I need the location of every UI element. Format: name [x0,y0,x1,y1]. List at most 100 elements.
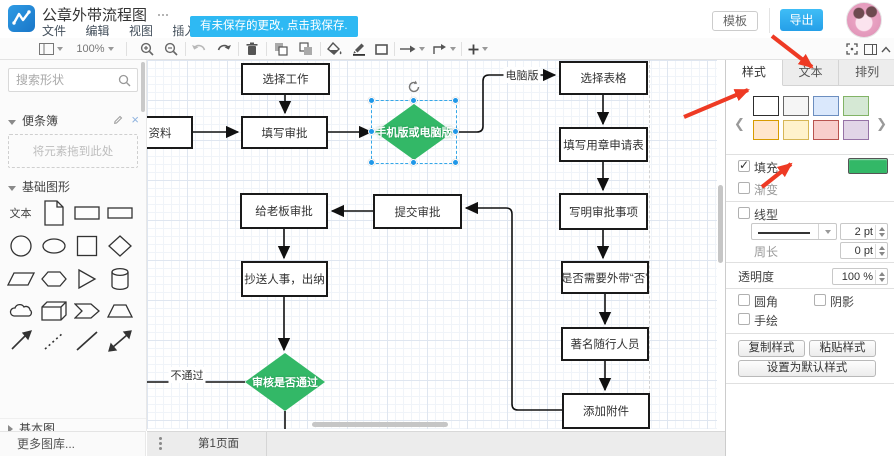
selection-handle[interactable] [410,97,417,104]
flow-node-state-approval-items[interactable]: 写明审批事项 [559,193,648,230]
flow-node-select-job[interactable]: 选择工作 [241,63,330,95]
shape-line[interactable] [70,326,103,356]
line-width-input[interactable]: 2 pt [840,223,888,240]
flow-node-sign-staff[interactable]: 著名随行人员 [561,327,649,361]
shape-style-tool[interactable] [370,38,392,60]
menu-edit[interactable]: 编辑 [85,24,110,38]
selection-handle[interactable] [452,159,459,166]
selection-handle[interactable] [368,159,375,166]
set-default-style-button[interactable]: 设置为默认样式 [738,360,876,377]
basic-shapes-section-header[interactable]: 基础图形 [0,178,147,196]
menu-view[interactable]: 视图 [128,24,153,38]
shape-diamond[interactable] [103,231,136,261]
export-button[interactable]: 导出 [780,9,823,31]
chevron-right-icon[interactable]: ❯ [876,116,887,131]
shape-ellipse[interactable] [37,231,70,261]
paste-style-button[interactable]: 粘贴样式 [809,340,876,357]
page-view-button[interactable] [34,38,68,60]
diagram-canvas[interactable]: 选择工作资料填写审批手机版或电脑版选择表格填写用章申请表写明审批事项是否需要外带… [147,60,717,429]
arrow-style-tool[interactable] [397,38,427,60]
style-swatch-2[interactable] [813,96,839,116]
style-swatch-4[interactable] [753,120,779,140]
shape-triangle[interactable] [70,264,103,294]
send-to-back-button[interactable] [295,38,317,60]
shape-note[interactable] [37,198,70,228]
flow-node-phone-or-pc[interactable]: 手机版或电脑版 [375,104,453,160]
format-panel-button[interactable] [861,38,879,60]
shadow-checkbox[interactable] [814,294,826,306]
shape-trapezoid[interactable] [103,296,136,326]
shape-square[interactable] [70,231,103,261]
shape-hexagon[interactable] [37,264,70,294]
style-swatch-0[interactable] [753,96,779,116]
shape-cylinder[interactable] [103,264,136,294]
shape-rectangle[interactable] [70,198,103,228]
style-swatch-1[interactable] [783,96,809,116]
zoom-in-button[interactable] [137,38,157,60]
style-swatch-3[interactable] [843,96,869,116]
line-checkbox[interactable] [738,207,750,219]
delete-button[interactable] [241,38,263,60]
shape-dashed-line[interactable] [37,326,70,356]
selection-outline[interactable] [368,80,459,166]
line-color-tool[interactable] [347,38,369,60]
search-icon[interactable] [118,74,131,87]
selection-handle[interactable] [452,97,459,104]
scratchpad-section-header[interactable]: 便条簿 × [0,112,147,130]
collapse-toolbar-button[interactable] [878,38,894,60]
connector-style-tool[interactable] [429,38,459,60]
flow-node-fill-approval[interactable]: 填写审批 [241,116,328,149]
scrollbar-thumb[interactable] [718,185,723,263]
user-avatar[interactable] [846,2,882,38]
rounded-checkbox[interactable] [738,294,750,306]
shape-cloud[interactable] [4,296,37,326]
document-title[interactable]: 公章外带流程图 [42,7,148,24]
gradient-checkbox[interactable] [738,182,750,194]
shape-step[interactable] [70,296,103,326]
flow-node-select-form[interactable]: 选择表格 [559,61,648,95]
app-logo-icon[interactable] [8,5,35,32]
shape-text[interactable]: 文本 [4,198,37,228]
menu-file[interactable]: 文件 [42,24,67,38]
flow-node-need-outside[interactable]: 是否需要外带“否” [561,261,649,294]
chevron-left-icon[interactable]: ❮ [734,116,745,131]
shape-arrow[interactable] [4,326,37,356]
close-icon[interactable]: × [131,112,139,128]
opacity-input[interactable]: 100 % [832,268,888,285]
shape-search-input[interactable] [16,72,116,88]
stepper-arrows[interactable] [875,244,886,258]
shape-rectangle-2[interactable] [103,198,136,228]
selection-handle[interactable] [368,97,375,104]
sketch-checkbox[interactable] [738,313,750,325]
copy-style-button[interactable]: 复制样式 [738,340,805,357]
shape-circle[interactable] [4,231,37,261]
shape-parallelogram[interactable] [4,264,37,294]
stepper-arrows[interactable] [875,270,886,284]
page-tab-1[interactable]: 第1页面 [171,432,267,456]
stepper-arrows[interactable] [875,225,886,239]
style-swatch-7[interactable] [843,120,869,140]
flow-node-boss-approval[interactable]: 给老板审批 [240,193,328,229]
shape-double-arrow[interactable] [103,326,136,356]
canvas-vertical-scrollbar[interactable] [717,60,725,429]
title-edit-icon[interactable] [158,10,168,16]
flow-node-review-pass[interactable]: 审核是否通过 [245,353,325,411]
flow-node-fill-seal-form[interactable]: 填写用章申请表 [559,127,648,162]
bring-to-front-button[interactable] [270,38,292,60]
flow-node-add-attachment[interactable]: 添加附件 [562,393,650,429]
selection-handle[interactable] [452,128,459,135]
rotate-handle-icon[interactable] [407,80,421,94]
edit-pencil-icon[interactable] [113,114,124,125]
edge-label-fail[interactable]: 不通过 [168,367,206,383]
canvas-horizontal-scrollbar[interactable] [312,422,448,427]
template-button[interactable]: 模板 [712,11,758,31]
fill-color-button[interactable] [848,158,888,174]
tab-arrange[interactable]: 排列 [839,60,894,85]
edge-label-pc[interactable]: 电脑版 [503,67,541,83]
edge-attachment-submit[interactable] [464,201,562,411]
selection-handle[interactable] [410,159,417,166]
flow-node-cc-hr-cashier[interactable]: 抄送人事，出纳 [241,261,328,297]
style-swatch-6[interactable] [813,120,839,140]
fill-checkbox[interactable] [738,158,750,172]
edge-phoneorpc-selectform[interactable] [453,68,557,133]
